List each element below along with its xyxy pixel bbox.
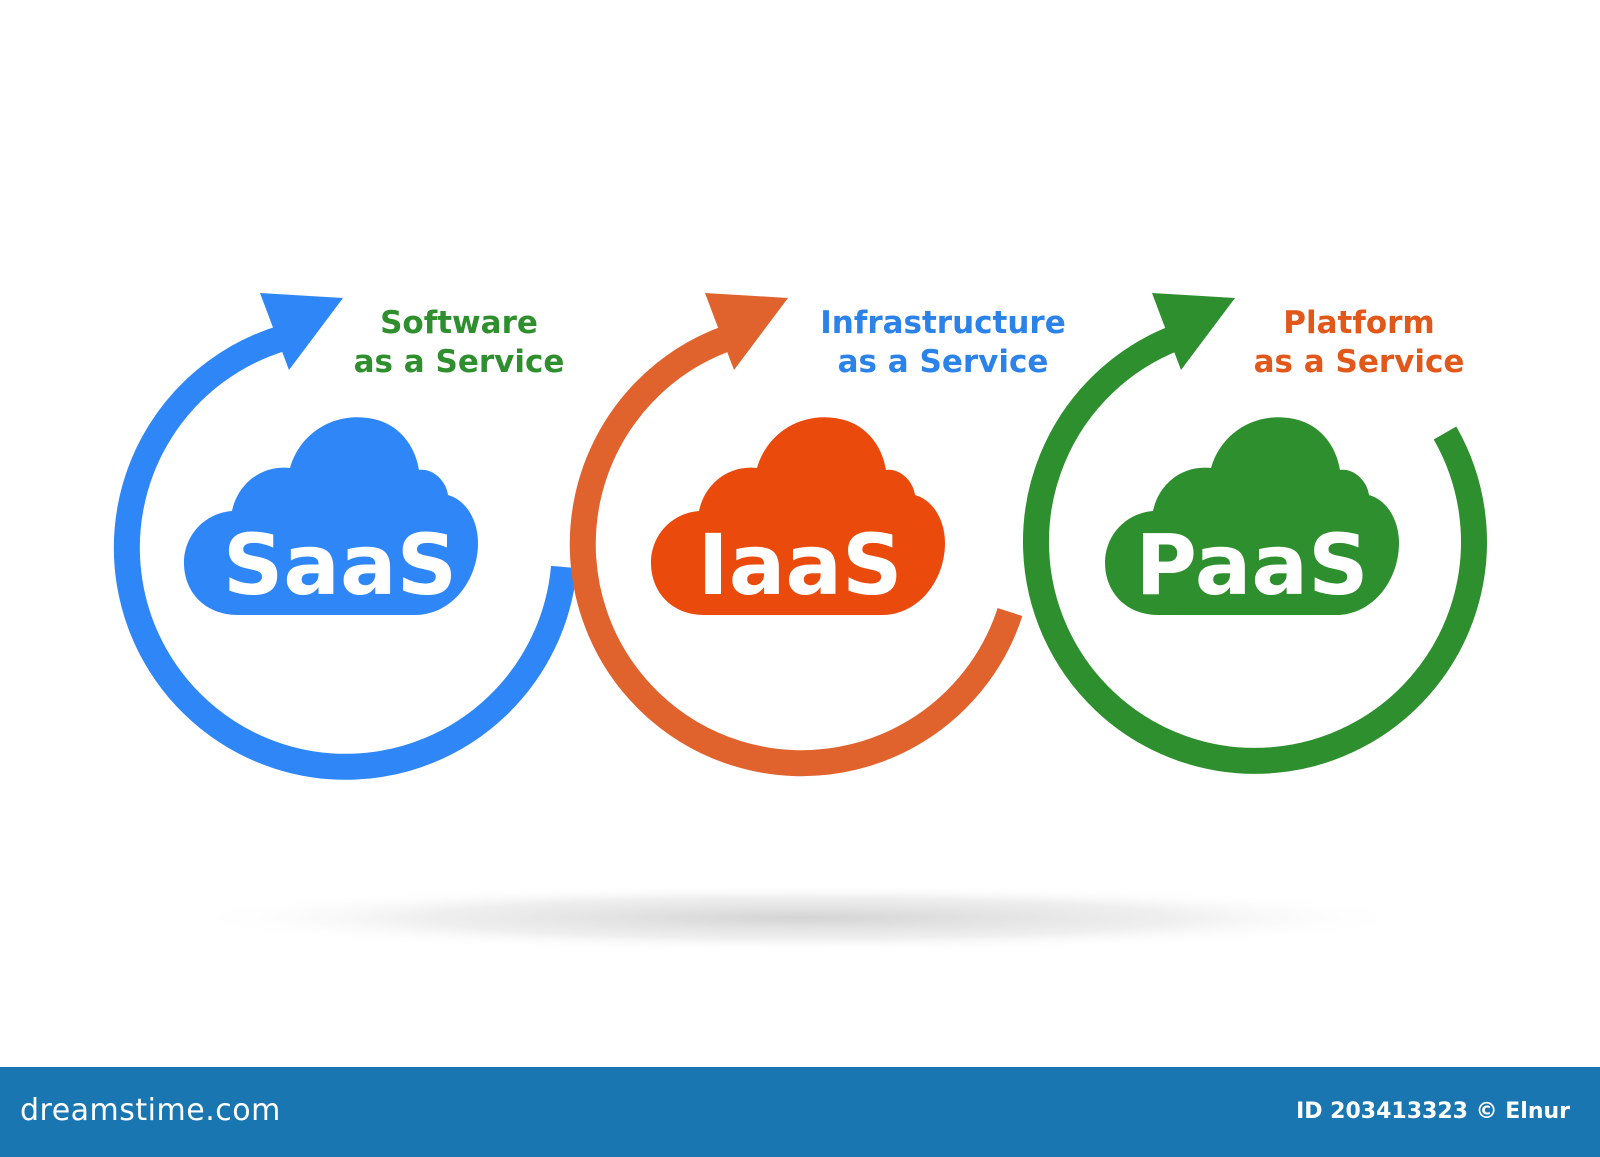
iaas-arrowhead-icon [705, 293, 788, 370]
iaas-label-line2: as a Service [838, 344, 1049, 380]
saas-arrow-arc [113, 325, 577, 780]
saas-label-line1: Software [380, 305, 538, 341]
saas-arrowhead-icon [260, 293, 343, 370]
footer-image-credit: ID 203413323 © Elnur [1296, 1099, 1570, 1124]
saas-cloud-icon [184, 417, 478, 615]
paas-arrowhead-icon [1152, 293, 1235, 370]
iaas-acronym: IaaS [697, 516, 902, 614]
saas-acronym: SaaS [223, 516, 457, 614]
paas-label-line2: as a Service [1254, 344, 1465, 380]
paas-label-line1: Platform [1283, 305, 1434, 341]
footer-bar: dreamstime.com ID 203413323 © Elnur [0, 1067, 1600, 1157]
paas-cloud-icon [1105, 417, 1399, 615]
paas-arrow-arc [1023, 325, 1487, 774]
paas-cycle: PaaS Platform as a Service [1023, 293, 1487, 774]
iaas-cloud-icon [651, 417, 945, 615]
iaas-label-line1: Infrastructure [820, 305, 1066, 341]
paas-acronym: PaaS [1135, 516, 1368, 614]
iaas-arrow-arc [569, 325, 1023, 777]
floor-shadow [180, 884, 1420, 952]
saas-label-line2: as a Service [354, 344, 565, 380]
saas-cycle: SaaS Software as a Service [113, 293, 577, 780]
iaas-cycle: IaaS Infrastructure as a Service [569, 293, 1066, 777]
footer-site-name[interactable]: dreamstime.com [20, 1093, 281, 1128]
